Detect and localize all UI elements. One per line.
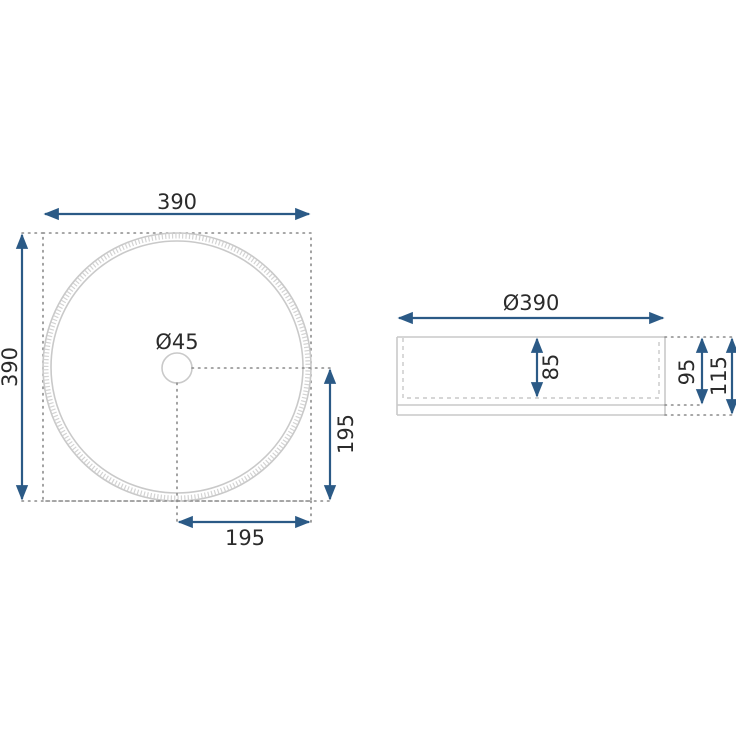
drain-hole [161, 352, 193, 384]
horizontal-offset-label: 195 [225, 526, 265, 550]
vertical-offset-label: 195 [334, 414, 358, 454]
bowl-height-label: 95 [675, 359, 699, 386]
side-diameter-label: Ø390 [503, 291, 560, 315]
width-dimension-label: 390 [157, 190, 197, 214]
height-dimension-label: 390 [0, 347, 22, 387]
inner-depth-label: 85 [539, 354, 563, 381]
top-view: 390 390 Ø45 195 195 [0, 190, 358, 550]
total-height-label: 115 [707, 356, 731, 396]
drain-diameter-label: Ø45 [155, 330, 198, 354]
side-view: Ø390 85 95 115 [396, 291, 736, 416]
side-inner-bowl [402, 338, 660, 399]
basin-rim-ribs [43, 233, 311, 501]
